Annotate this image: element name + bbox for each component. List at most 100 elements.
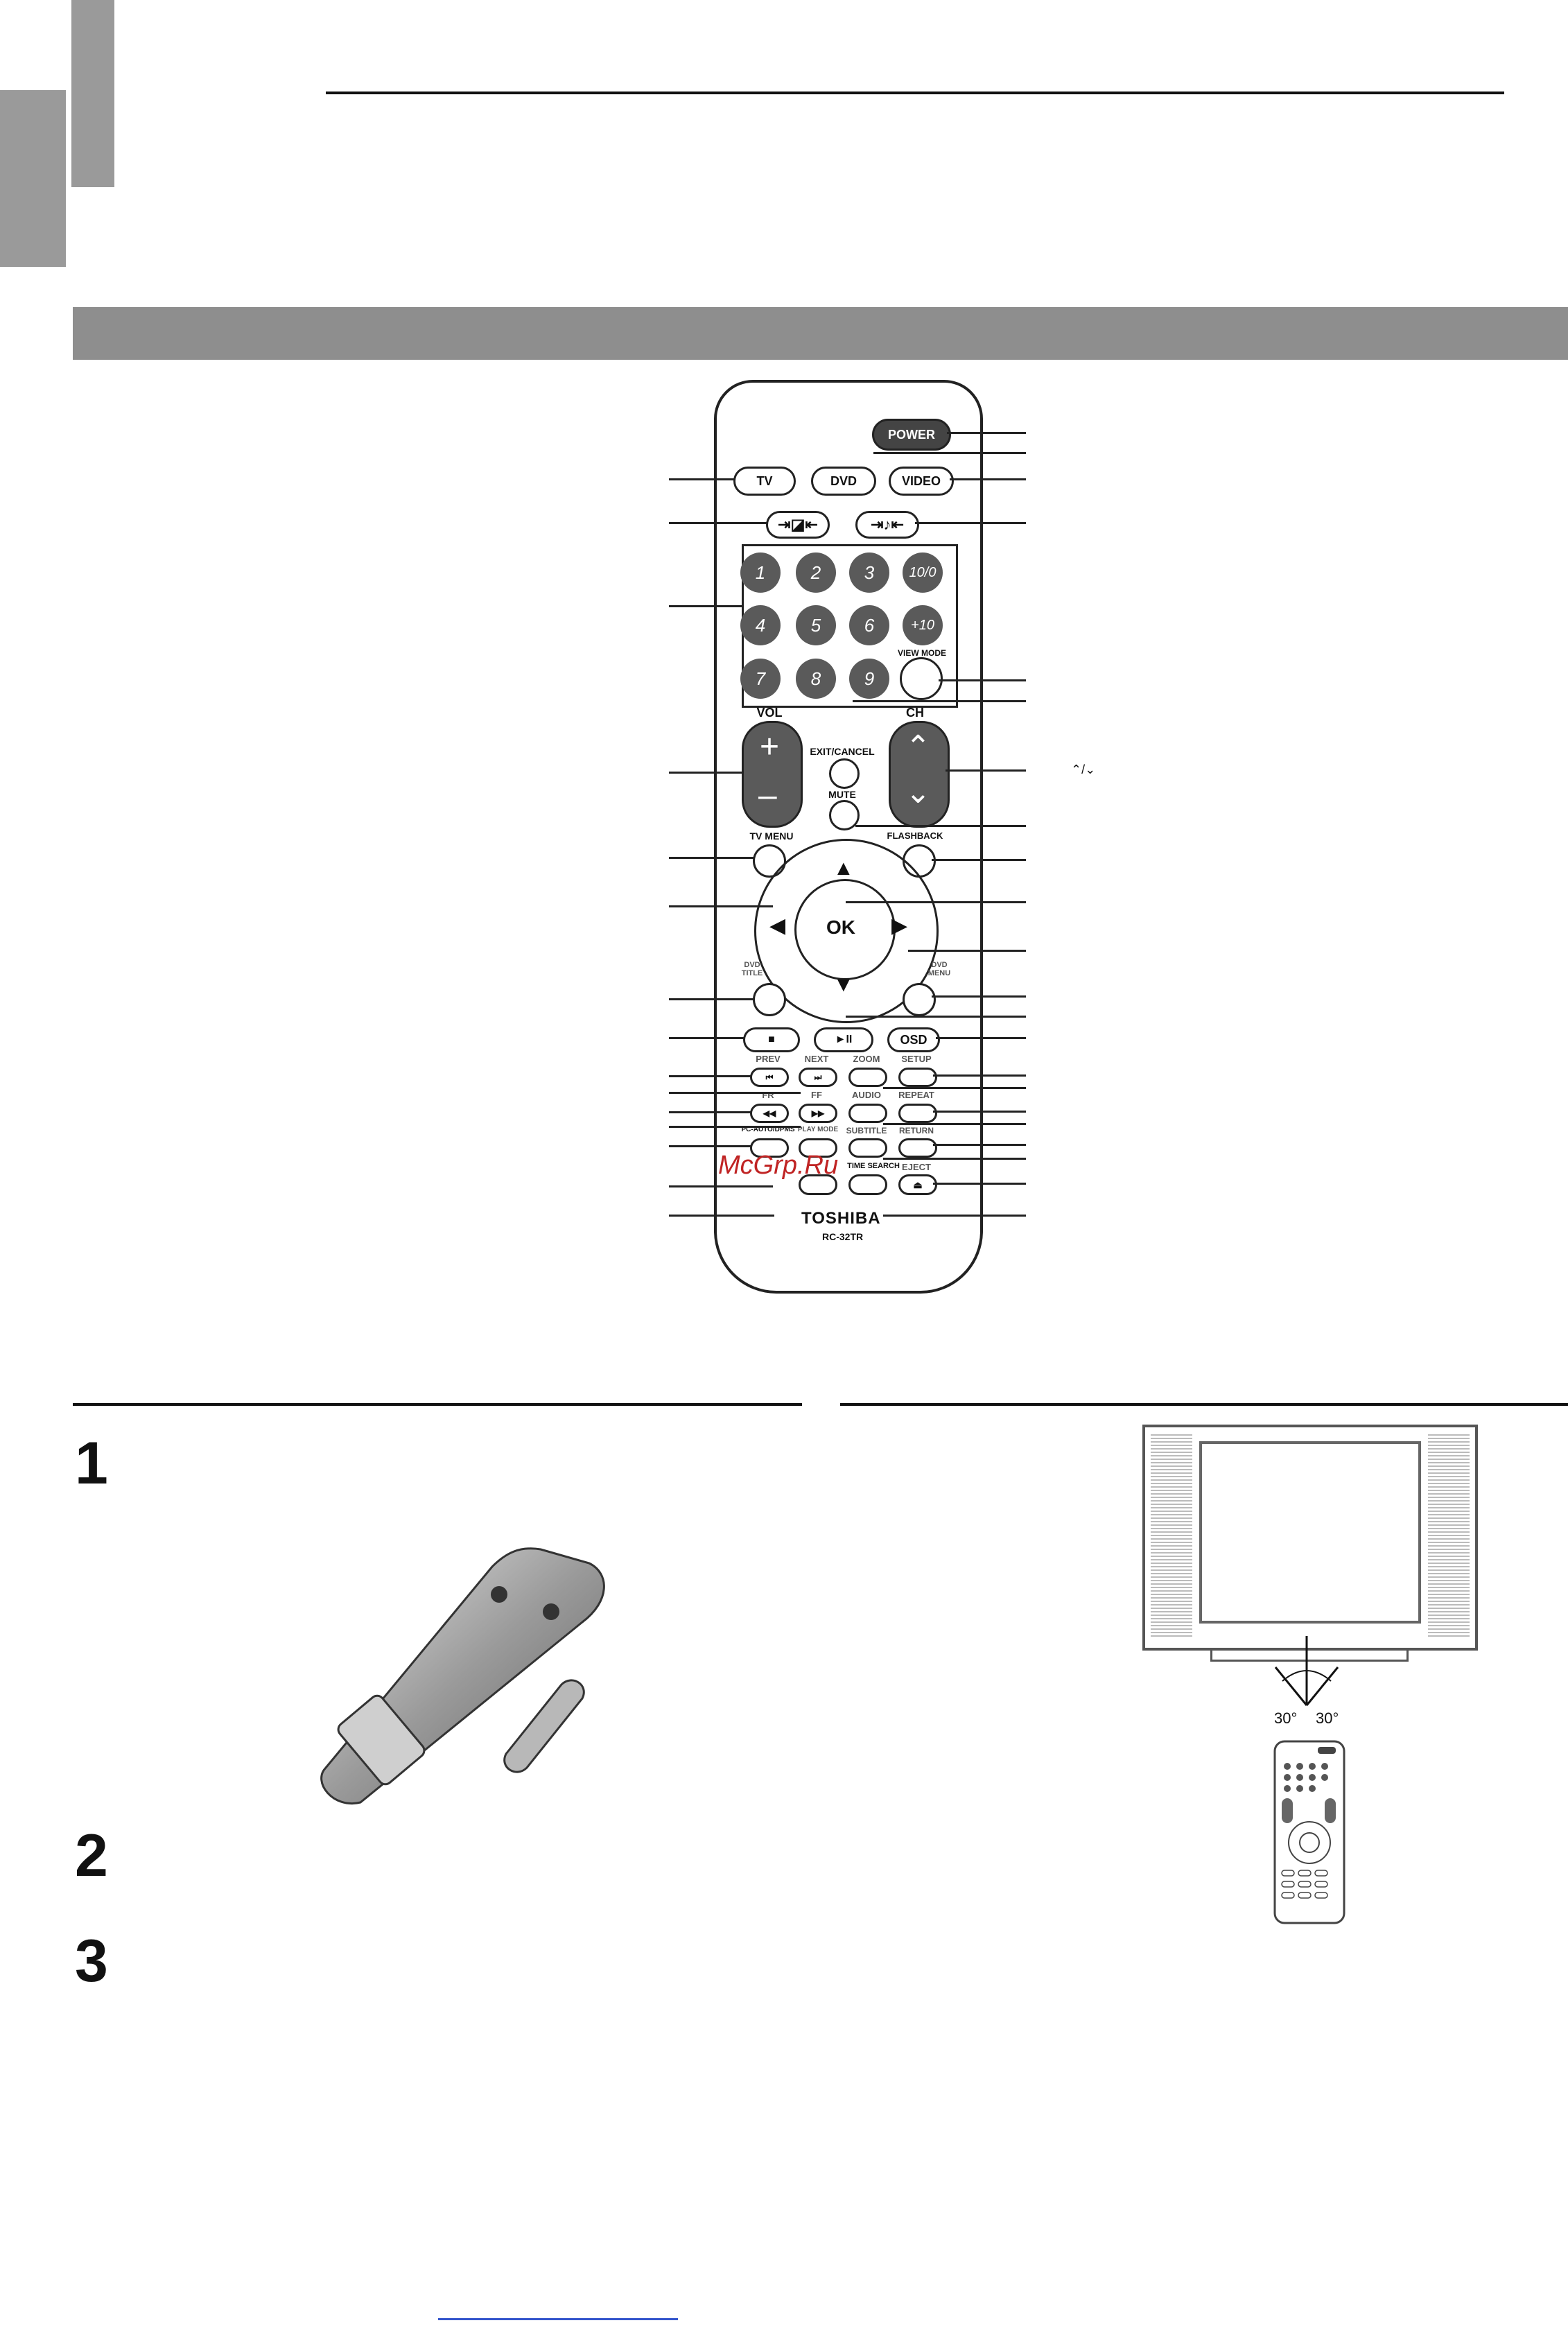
leader-line — [669, 522, 767, 524]
leader-line — [933, 1183, 1026, 1185]
exit-cancel-label: EXIT/CANCEL — [810, 746, 875, 757]
stop-button: ■ — [743, 1027, 800, 1052]
section-rule-right — [840, 1403, 1568, 1406]
subtitle-label: SUBTITLE — [846, 1126, 887, 1135]
tv-speaker-left — [1151, 1434, 1192, 1637]
leader-line — [950, 478, 1026, 480]
play-mode-extra-button — [799, 1174, 837, 1195]
leader-line — [883, 1123, 1026, 1125]
leader-line — [846, 901, 1026, 903]
leader-line — [933, 1111, 1026, 1113]
watermark: McGrp.Ru — [718, 1151, 839, 1180]
angle-left-label: 30° — [1274, 1709, 1298, 1727]
audio-button — [848, 1104, 887, 1123]
dpad-ring — [754, 839, 939, 1023]
header-rule — [326, 92, 1504, 94]
num-10-0-button: 10/0 — [903, 552, 943, 593]
remote-model: RC-32TR — [822, 1231, 864, 1242]
angle-right-label: 30° — [1316, 1709, 1339, 1727]
video-button: VIDEO — [889, 467, 954, 496]
repeat-button — [898, 1104, 937, 1123]
return-label: RETURN — [899, 1126, 934, 1135]
next-button: ⏭ — [799, 1068, 837, 1087]
pc-auto-button — [750, 1138, 789, 1158]
ch-arrows-symbol: ⌃/⌄ — [1071, 763, 1096, 776]
exit-cancel-button — [829, 758, 860, 789]
prev-button: ⏮ — [750, 1068, 789, 1087]
mute-button — [829, 800, 860, 830]
leader-line — [933, 1074, 1026, 1077]
mute-label: MUTE — [828, 789, 856, 800]
leader-line — [669, 1215, 774, 1217]
step-number-2: 2 — [75, 1822, 108, 1889]
osd-button: OSD — [887, 1027, 940, 1052]
leader-line — [669, 998, 753, 1000]
fr-button: ◀◀ — [750, 1104, 789, 1123]
dvd-menu-button — [903, 983, 936, 1016]
num-1-button: 1 — [740, 552, 781, 593]
leader-line — [936, 1037, 1026, 1039]
ok-label: OK — [826, 916, 855, 938]
vol-label: VOL — [756, 706, 783, 720]
setup-label: SETUP — [901, 1054, 932, 1064]
ch-down-icon: ⌄ — [905, 776, 931, 810]
tv-screen — [1199, 1441, 1421, 1624]
num-3-button: 3 — [849, 552, 889, 593]
dvd-button: DVD — [811, 467, 876, 496]
tv-illustration — [1142, 1425, 1478, 1651]
ch-label: CH — [906, 706, 924, 720]
picture-mode-button: ⇥◪⇤ — [766, 511, 830, 539]
leader-line — [669, 905, 773, 907]
subtitle-button — [848, 1138, 887, 1158]
section-rule-left — [73, 1403, 802, 1406]
battery-compartment-illustration — [320, 1547, 605, 1805]
num-5-button: 5 — [796, 605, 836, 645]
leader-line — [669, 1075, 751, 1077]
leader-line — [883, 1087, 1026, 1089]
play-mode-button — [799, 1138, 837, 1158]
leader-line — [873, 452, 1026, 454]
zoom-button — [848, 1068, 887, 1087]
arrow-right-icon: ▶ — [891, 914, 908, 937]
leader-line — [846, 1016, 1026, 1018]
leader-line — [853, 700, 1026, 702]
flashback-label: FLASHBACK — [887, 830, 943, 841]
side-tab — [0, 90, 66, 267]
num-4-button: 4 — [740, 605, 781, 645]
vol-plus: + — [760, 729, 780, 765]
plus-10-button: +10 — [903, 605, 943, 645]
leader-line — [669, 605, 742, 607]
eject-button: ⏏ — [898, 1174, 937, 1195]
ok-button — [794, 879, 896, 980]
tv-stand — [1210, 1650, 1409, 1662]
leader-line — [669, 1126, 801, 1128]
num-6-button: 6 — [849, 605, 889, 645]
sound-mode-button: ⇥♪⇤ — [855, 511, 919, 539]
prev-label: PREV — [756, 1054, 781, 1064]
leader-line — [855, 825, 1026, 827]
angle-diagram — [1274, 1636, 1339, 1706]
return-button — [898, 1138, 937, 1158]
leader-line — [933, 1144, 1026, 1146]
footer-link-underline — [438, 2318, 678, 2320]
play-mode-label: PLAY MODE — [797, 1126, 839, 1133]
vol-minus: – — [758, 777, 777, 814]
audio-label: AUDIO — [852, 1090, 881, 1100]
dvd-title-button — [753, 983, 786, 1016]
leader-line — [669, 1145, 751, 1147]
eject-label: EJECT — [902, 1162, 931, 1172]
step-number-1: 1 — [75, 1430, 108, 1497]
leader-line — [669, 478, 735, 480]
tv-speaker-right — [1428, 1434, 1470, 1637]
arrow-down-icon: ▼ — [833, 973, 854, 996]
leader-line — [932, 995, 1026, 998]
power-button: POWER — [872, 419, 951, 451]
view-mode-button — [900, 657, 943, 700]
section-band — [73, 307, 1568, 360]
side-tab-accent — [71, 0, 114, 187]
leader-line — [932, 859, 1026, 861]
ch-up-icon: ⌃ — [905, 730, 931, 764]
num-7-button: 7 — [740, 659, 781, 699]
ff-button: ▶▶ — [799, 1104, 837, 1123]
leader-line — [669, 1037, 744, 1039]
